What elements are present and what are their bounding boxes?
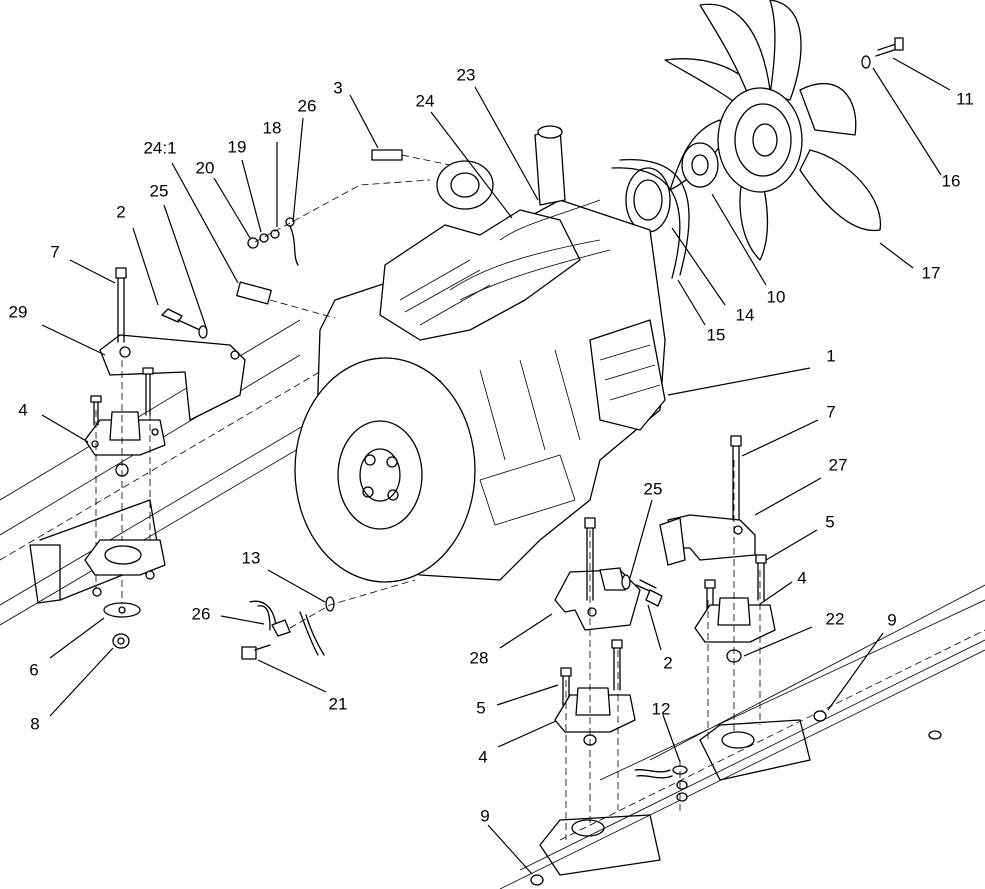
ground-wire-12 xyxy=(634,760,688,815)
mount-base-left xyxy=(84,539,166,597)
mount-base-right-lower xyxy=(571,819,605,837)
bolt-5-right-lower xyxy=(560,639,623,706)
flywheel-housing xyxy=(294,357,476,583)
crank-pulley xyxy=(625,167,671,233)
cooling-fan xyxy=(664,0,882,261)
callout-20: 20 xyxy=(195,158,215,178)
callout-17: 17 xyxy=(921,263,941,283)
drive-belt xyxy=(611,159,690,279)
nut-22 xyxy=(707,460,761,740)
bolt-7-left xyxy=(115,267,127,343)
callout-8: 8 xyxy=(30,714,40,734)
sender-switch-3 xyxy=(371,149,451,166)
callout-14: 14 xyxy=(735,305,755,325)
callout-5: 5 xyxy=(476,698,486,718)
callout-9: 9 xyxy=(480,806,490,826)
callout-3: 3 xyxy=(333,78,343,98)
callout-10: 10 xyxy=(766,287,786,307)
callout-12: 12 xyxy=(651,699,671,719)
callout-25: 25 xyxy=(149,181,169,201)
mount-base-right-upper xyxy=(721,731,755,749)
callout-7: 7 xyxy=(50,242,60,262)
callout-11: 11 xyxy=(956,89,974,109)
nut-8 xyxy=(112,633,130,649)
bolt-5-left-a xyxy=(90,395,102,426)
callout-18: 18 xyxy=(262,118,282,138)
callout-4: 4 xyxy=(478,747,488,767)
callout-13: 13 xyxy=(241,548,261,568)
callout-4: 4 xyxy=(18,400,28,420)
callout-16: 16 xyxy=(941,171,961,191)
mount-4-right-upper xyxy=(694,597,776,643)
callout-26: 26 xyxy=(297,96,317,116)
ground-strap xyxy=(289,579,416,656)
bolt-2-left xyxy=(161,308,201,331)
callout-26: 26 xyxy=(191,604,211,624)
callout-24-1: 24:1 xyxy=(143,138,177,158)
nut-20 xyxy=(247,237,259,249)
washer-6 xyxy=(103,602,141,618)
callout-5: 5 xyxy=(825,512,835,532)
bolt-5-left-b xyxy=(142,367,154,416)
callout-2: 2 xyxy=(116,202,126,222)
washer-25-right xyxy=(621,574,631,590)
ground-cable-26 xyxy=(249,600,291,637)
washer-25-left xyxy=(198,325,208,339)
left-engine-bracket-29 xyxy=(99,334,246,421)
callout-22: 22 xyxy=(825,609,845,629)
callout-4: 4 xyxy=(797,568,807,588)
callout-15: 15 xyxy=(706,325,726,345)
nut-9-lower xyxy=(530,874,544,886)
callout-28: 28 xyxy=(469,648,489,668)
leader-lines xyxy=(41,57,951,875)
washer-18 xyxy=(270,229,280,239)
bolt-21 xyxy=(241,644,271,660)
callout-7: 7 xyxy=(826,402,836,422)
sender-24-1 xyxy=(236,281,336,319)
bolt-7-right xyxy=(730,435,742,521)
left-frame-rail xyxy=(0,319,341,626)
bolt-2-right xyxy=(635,579,663,607)
nut-9-upper xyxy=(813,710,827,722)
right-frame-rail xyxy=(499,584,985,889)
fan-washer xyxy=(861,55,871,69)
fan-bolt xyxy=(875,37,904,57)
callout-24: 24 xyxy=(415,91,435,111)
bolt-above-28 xyxy=(584,517,596,601)
callout-21: 21 xyxy=(328,694,348,714)
callout-9: 9 xyxy=(887,610,897,630)
callout-2: 2 xyxy=(663,653,673,673)
callout-25: 25 xyxy=(643,479,663,499)
fan-spacer xyxy=(681,142,719,188)
mount-4-left xyxy=(84,411,166,456)
callout-1: 1 xyxy=(826,346,836,366)
callout-6: 6 xyxy=(29,660,39,680)
mount-4-right-lower xyxy=(554,530,636,840)
callout-23: 23 xyxy=(456,65,476,85)
callout-19: 19 xyxy=(227,137,247,157)
callout-27: 27 xyxy=(828,455,848,475)
right-engine-bracket-27 xyxy=(659,514,756,566)
wire-26-upper xyxy=(254,179,431,266)
callout-29: 29 xyxy=(8,302,28,322)
